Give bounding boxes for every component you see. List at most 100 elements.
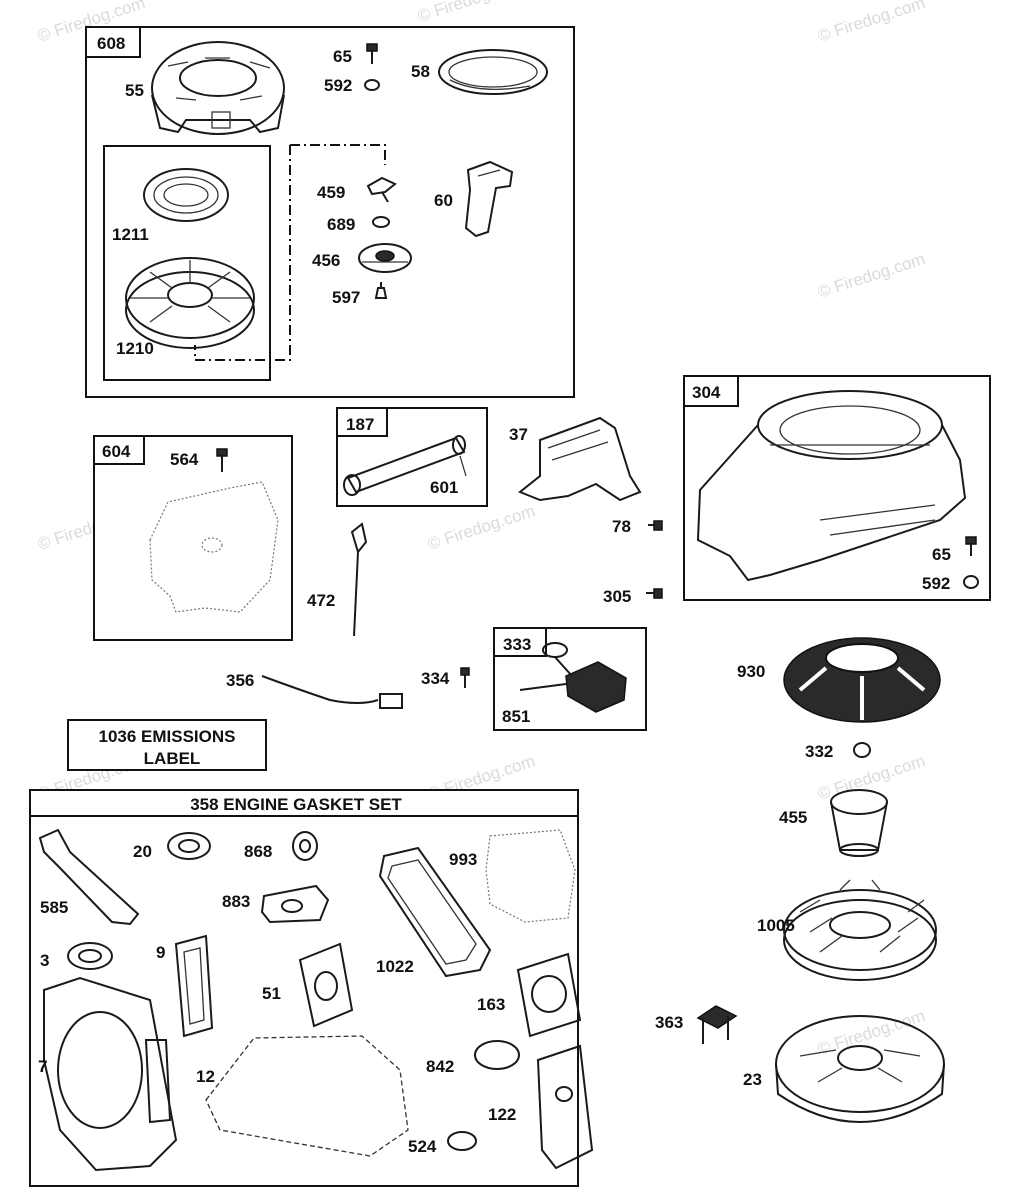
part-3-oil-seal: [67, 942, 113, 970]
part-23-flywheel: [775, 1015, 945, 1123]
part-304-blower-housing: [696, 390, 967, 582]
part-1210-pulley: [125, 257, 255, 349]
watermark-7: © Firedog.com: [425, 501, 537, 554]
label-65-right: 65: [932, 545, 951, 564]
label-78: 78: [612, 517, 631, 536]
box-604: [93, 435, 293, 641]
leader-601: [459, 455, 467, 477]
label-592-right: 592: [922, 574, 950, 593]
part-604-shield: [149, 481, 279, 613]
part-163-gasket: [516, 952, 582, 1038]
box-608-label: 608: [97, 34, 125, 53]
part-12-base-gasket: [205, 1035, 409, 1157]
box-304-tag: [683, 375, 739, 407]
part-78-screw: [648, 520, 663, 531]
part-455-starter-cup: [830, 789, 888, 857]
label-122: 122: [488, 1105, 516, 1124]
part-1005-fan: [783, 879, 937, 981]
part-930-grass-screen: [783, 637, 941, 723]
part-868-seal: [292, 831, 318, 861]
part-333-armature: [519, 642, 627, 713]
sub-box-pulley: [103, 145, 271, 381]
label-60: 60: [434, 191, 453, 210]
emissions-label-line1: 1036 EMISSIONS: [98, 727, 235, 746]
part-37-baffle: [518, 416, 642, 502]
part-305-screw: [646, 588, 663, 599]
watermark-3: © Firedog.com: [815, 0, 927, 46]
box-304-label: 304: [692, 383, 721, 402]
part-1022-gasket: [378, 846, 492, 978]
box-608-tag: [85, 26, 141, 58]
part-58-starter-rope: [438, 49, 548, 95]
label-23: 23: [743, 1070, 762, 1089]
emissions-label-box: [67, 719, 267, 771]
part-456-retainer: [358, 243, 412, 273]
part-1211-spring: [143, 168, 229, 222]
label-592-top: 592: [324, 76, 352, 95]
label-993: 993: [449, 850, 477, 869]
box-604-label: 604: [102, 442, 131, 461]
label-472: 472: [307, 591, 335, 610]
label-455: 455: [779, 808, 807, 827]
part-65-screw-2: [965, 536, 977, 556]
label-1210: 1210: [116, 339, 154, 358]
label-9: 9: [156, 943, 165, 962]
part-993-gasket: [485, 829, 576, 923]
part-20-oil-seal: [167, 832, 211, 860]
part-55-rewind-housing: [151, 41, 285, 135]
part-187-tube: [343, 435, 466, 496]
label-585: 585: [40, 898, 68, 917]
part-356-ground-wire: [261, 675, 403, 709]
watermark-2: © Firedog.com: [415, 0, 527, 26]
box-187-tag: [336, 407, 388, 437]
box-187-label: 187: [346, 415, 374, 434]
label-3: 3: [40, 951, 49, 970]
part-472-dipstick: [350, 522, 368, 637]
box-304: [683, 375, 991, 601]
label-332: 332: [805, 742, 833, 761]
part-60-starter-handle: [464, 160, 514, 238]
part-51-gasket: [298, 942, 354, 1028]
label-1022: 1022: [376, 957, 414, 976]
label-363: 363: [655, 1013, 683, 1032]
part-842-o-ring: [474, 1040, 520, 1070]
label-1005: 1005: [757, 916, 795, 935]
label-7: 7: [38, 1057, 47, 1076]
part-459-starter-dog: [366, 176, 397, 203]
part-65-screw: [366, 43, 378, 64]
gasket-set-title: 358 ENGINE GASKET SET: [190, 795, 402, 814]
part-564-screw: [216, 448, 228, 472]
label-564: 564: [170, 450, 199, 469]
label-12: 12: [196, 1067, 215, 1086]
part-592-nut-2: [963, 575, 979, 589]
label-65-top: 65: [333, 47, 352, 66]
label-20: 20: [133, 842, 152, 861]
label-842: 842: [426, 1057, 454, 1076]
part-334-screw: [460, 667, 470, 688]
label-868: 868: [244, 842, 272, 861]
watermark-5: © Firedog.com: [815, 249, 927, 302]
box-333-tag: [493, 627, 547, 657]
label-883: 883: [222, 892, 250, 911]
label-456: 456: [312, 251, 340, 270]
part-524-ring: [447, 1131, 477, 1151]
label-37: 37: [509, 425, 528, 444]
label-459: 459: [317, 183, 345, 202]
part-332-nut: [853, 742, 871, 758]
label-334: 334: [421, 669, 450, 688]
assembly-bracket: [194, 144, 386, 361]
part-592-nut: [364, 79, 380, 91]
label-597: 597: [332, 288, 360, 307]
box-333-label: 333: [503, 635, 531, 654]
label-524: 524: [408, 1137, 437, 1156]
label-51: 51: [262, 984, 281, 1003]
label-305: 305: [603, 587, 631, 606]
label-1211: 1211: [112, 225, 149, 244]
label-930: 930: [737, 662, 765, 681]
box-604-tag: [93, 435, 145, 465]
label-58: 58: [411, 62, 430, 81]
emissions-label-line2: LABEL: [144, 749, 201, 768]
label-689: 689: [327, 215, 355, 234]
